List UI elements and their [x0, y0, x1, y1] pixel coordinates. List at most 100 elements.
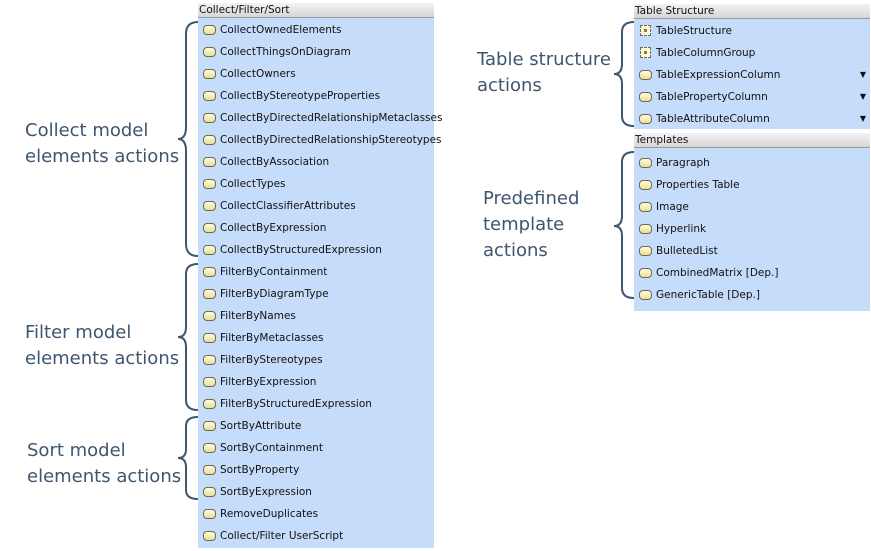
palette-item-label: RemoveDuplicates: [220, 508, 319, 520]
palette-item-label: TableAttributeColumn: [656, 113, 770, 125]
palette-item-label: TableExpressionColumn: [656, 69, 781, 81]
table-structure-header: Table Structure: [634, 4, 870, 19]
sort-annotation: Sort model elements actions: [27, 440, 182, 487]
action-icon: [639, 180, 652, 190]
palette-item-label: SortByExpression: [220, 486, 312, 498]
palette-item-label: SortByAttribute: [220, 420, 302, 432]
action-icon: [203, 25, 216, 35]
palette-item[interactable]: FilterByContainment: [198, 261, 434, 283]
palette-item-label: FilterByContainment: [220, 266, 328, 278]
action-icon: [203, 443, 216, 453]
palette-item[interactable]: GenericTable [Dep.]: [634, 284, 870, 306]
palette-item[interactable]: CollectThingsOnDiagram: [198, 41, 434, 63]
templates-annotation: Predefined template actions: [483, 188, 580, 261]
action-icon: [203, 333, 216, 343]
table-structure-icon: [640, 25, 651, 36]
palette-item[interactable]: FilterByStructuredExpression: [198, 393, 434, 415]
action-icon: [203, 377, 216, 387]
palette-item[interactable]: Collect/Filter UserScript: [198, 525, 434, 547]
action-icon: [639, 224, 652, 234]
palette-item[interactable]: Properties Table: [634, 174, 870, 196]
palette-item[interactable]: SortByContainment: [198, 437, 434, 459]
action-icon: [203, 267, 216, 277]
palette-item-label: CollectClassifierAttributes: [220, 200, 356, 212]
palette-item[interactable]: Image: [634, 196, 870, 218]
palette-item[interactable]: TablePropertyColumn ▼: [634, 86, 870, 108]
action-icon: [203, 135, 216, 145]
palette-item[interactable]: CollectByAssociation: [198, 151, 434, 173]
palette-item[interactable]: SortByProperty: [198, 459, 434, 481]
action-icon: [203, 179, 216, 189]
palette-item-label: Properties Table: [656, 179, 740, 191]
palette-item-label: SortByContainment: [220, 442, 323, 454]
palette-item[interactable]: FilterByStereotypes: [198, 349, 434, 371]
palette-item-label: CollectByAssociation: [220, 156, 330, 168]
table-structure-annotation: Table structure actions: [477, 49, 611, 96]
action-icon: [203, 465, 216, 475]
palette-item[interactable]: TableAttributeColumn ▼: [634, 108, 870, 130]
action-icon: [203, 531, 216, 541]
palette-item-label: CollectByStructuredExpression: [220, 244, 382, 256]
palette-item-label: TableStructure: [656, 25, 732, 37]
collect-annotation: Collect model elements actions: [25, 120, 180, 167]
palette-item-label: CollectByDirectedRelationshipStereotypes: [220, 134, 442, 146]
collect-brace: [177, 21, 199, 257]
palette-item-label: Paragraph: [656, 157, 710, 169]
templates-header: Templates: [634, 133, 870, 148]
palette-item[interactable]: FilterByExpression: [198, 371, 434, 393]
palette-item[interactable]: CollectOwners: [198, 63, 434, 85]
action-icon: [203, 289, 216, 299]
palette-item-label: FilterByStereotypes: [220, 354, 323, 366]
action-icon: [203, 91, 216, 101]
palette-item[interactable]: TableColumnGroup: [634, 42, 870, 64]
action-icon: [203, 223, 216, 233]
collect-filter-sort-panel: Collect/Filter/Sort CollectOwnedElements…: [198, 3, 442, 548]
palette-item-label: FilterByNames: [220, 310, 296, 322]
action-icon: [203, 421, 216, 431]
palette-item[interactable]: Paragraph: [634, 152, 870, 174]
palette-item-label: CollectTypes: [220, 178, 286, 190]
palette-item[interactable]: CollectOwnedElements: [198, 19, 434, 41]
palette-item[interactable]: BulletedList: [634, 240, 870, 262]
palette-item[interactable]: CollectByDirectedRelationshipStereotypes: [198, 129, 442, 151]
palette-item[interactable]: CollectClassifierAttributes: [198, 195, 434, 217]
palette-item[interactable]: TableStructure: [634, 20, 870, 42]
palette-item-label: TablePropertyColumn: [656, 91, 768, 103]
palette-item[interactable]: FilterByNames: [198, 305, 434, 327]
action-icon: [639, 92, 652, 102]
dropdown-arrow-icon[interactable]: ▼: [859, 114, 866, 123]
table-structure-icon: [640, 47, 651, 58]
palette-item[interactable]: CollectTypes: [198, 173, 434, 195]
action-icon: [203, 69, 216, 79]
palette-item[interactable]: CollectByStructuredExpression: [198, 239, 434, 261]
palette-item[interactable]: FilterByDiagramType: [198, 283, 434, 305]
palette-item[interactable]: RemoveDuplicates: [198, 503, 434, 525]
action-icon: [203, 113, 216, 123]
palette-item[interactable]: FilterByMetaclasses: [198, 327, 434, 349]
action-icon: [639, 246, 652, 256]
palette-item[interactable]: TableExpressionColumn ▼: [634, 64, 870, 86]
palette-item-label: CombinedMatrix [Dep.]: [656, 267, 779, 279]
palette-item-label: CollectByExpression: [220, 222, 327, 234]
collect-filter-sort-header: Collect/Filter/Sort: [198, 3, 434, 18]
palette-item[interactable]: CombinedMatrix [Dep.]: [634, 262, 870, 284]
palette-item-label: FilterByStructuredExpression: [220, 398, 372, 410]
palette-item[interactable]: SortByExpression: [198, 481, 434, 503]
action-icon: [639, 290, 652, 300]
palette-item[interactable]: CollectByDirectedRelationshipMetaclasses: [198, 107, 442, 129]
palette-item[interactable]: CollectByStereotypeProperties: [198, 85, 434, 107]
palette-item[interactable]: CollectByExpression: [198, 217, 434, 239]
palette-item-label: GenericTable [Dep.]: [656, 289, 760, 301]
palette-item-label: TableColumnGroup: [656, 47, 756, 59]
dropdown-arrow-icon[interactable]: ▼: [859, 70, 866, 79]
palette-item[interactable]: SortByAttribute: [198, 415, 434, 437]
palette-item-label: FilterByExpression: [220, 376, 317, 388]
palette-item-label: Image: [656, 201, 689, 213]
dropdown-arrow-icon[interactable]: ▼: [859, 92, 866, 101]
action-icon: [203, 47, 216, 57]
palette-item-label: CollectOwnedElements: [220, 24, 342, 36]
palette-item[interactable]: Hyperlink: [634, 218, 870, 240]
